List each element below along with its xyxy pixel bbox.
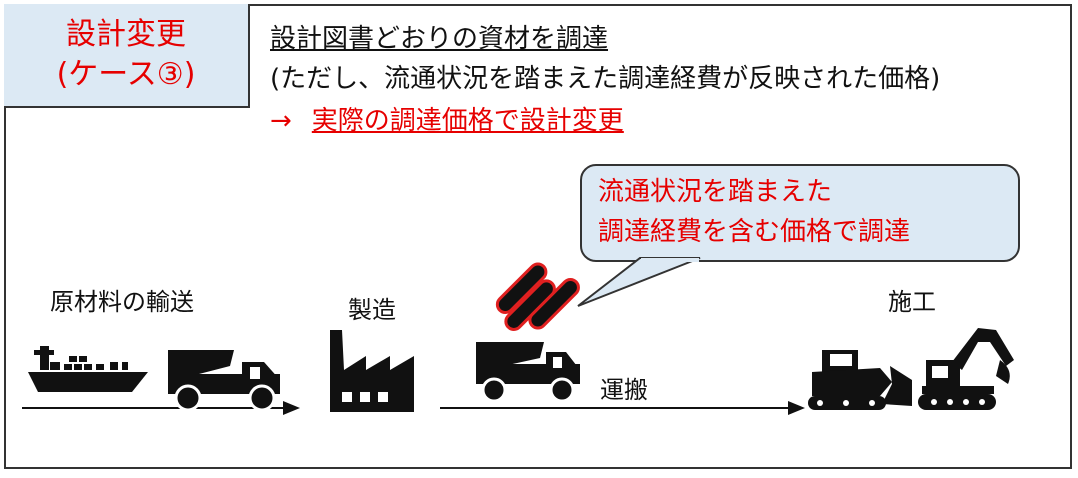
- callout-bubble: [580, 164, 1020, 262]
- callout-line-1: 流通状況を踏まえた: [598, 177, 833, 207]
- factory-label: 製造: [348, 296, 396, 324]
- flow-arrow-1: [22, 401, 300, 415]
- heading-line-2: (ただし、流通状況を踏まえた調達経費が反映された価格): [270, 64, 941, 94]
- heading-line-1: 設計図書どおりの資材を調達: [270, 24, 609, 54]
- pipes-icon: [495, 262, 580, 331]
- callout-tail: [577, 257, 701, 307]
- construction-label: 施工: [888, 288, 936, 316]
- flow-arrow-2: [440, 401, 805, 415]
- transport-label: 原材料の輸送: [50, 288, 194, 316]
- dump-truck-icon: [476, 342, 580, 403]
- case-tag-title: 設計変更: [66, 17, 186, 52]
- haul-label: 運搬: [600, 376, 648, 404]
- excavator-icon: [918, 328, 1014, 410]
- heading-line-3: → 実際の調達価格で設計変更: [270, 100, 624, 137]
- ship-icon: [28, 346, 148, 392]
- design-change-note: 実際の調達価格で設計変更: [311, 106, 624, 136]
- factory-icon: [330, 330, 414, 412]
- callout-text: 流通状況を踏まえた 調達経費を含む価格で調達: [598, 172, 910, 252]
- bulldozer-icon: [808, 350, 912, 410]
- case-tag: 設計変更 (ケース③): [4, 4, 250, 108]
- dump-truck-icon: [168, 350, 280, 412]
- case-tag-subtitle: (ケース③): [56, 57, 196, 92]
- arrow-symbol: →: [270, 106, 292, 136]
- callout-line-2: 調達経費を含む価格で調達: [598, 217, 911, 247]
- diagram-frame: [4, 4, 1072, 469]
